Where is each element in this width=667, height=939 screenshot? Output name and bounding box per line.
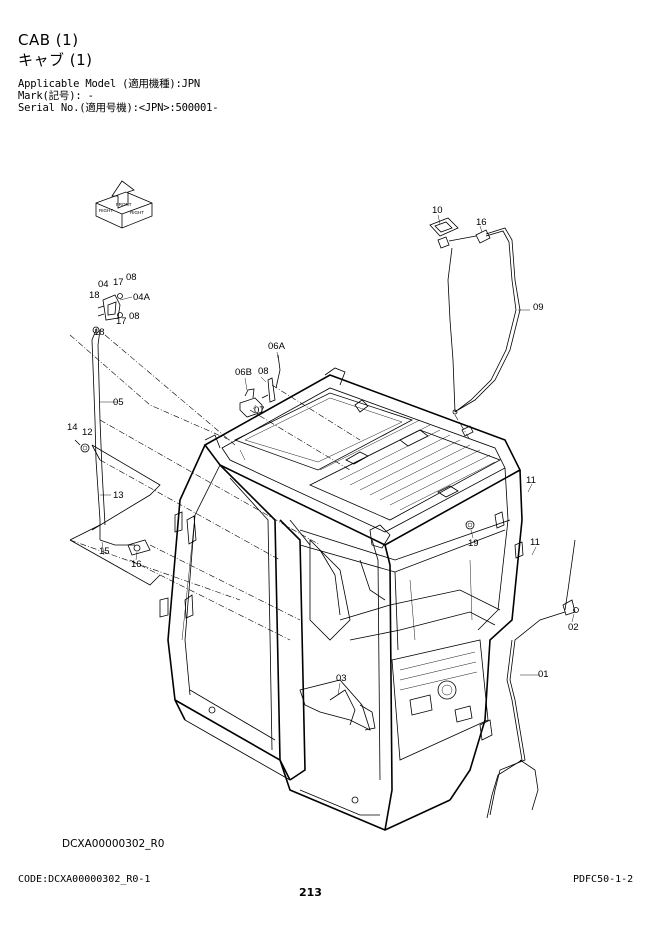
callout-leaders <box>100 214 575 696</box>
callout-02: 02 <box>568 622 579 633</box>
callout-16-lower: 16 <box>131 559 142 570</box>
callout-08-bracket: 08 <box>258 366 269 377</box>
mark: Mark(記号): - <box>18 90 94 102</box>
page-title: CAB (1) <box>18 31 79 49</box>
callout-06b: 06B <box>235 367 252 378</box>
page-title-japanese: キャブ (1) <box>18 51 93 69</box>
cab-frame <box>159 367 524 831</box>
callout-12: 12 <box>82 427 93 438</box>
callout-labels: 01 02 03 04 04A 05 06A 06B 07 08 08 08 0… <box>67 205 579 684</box>
callout-04: 04 <box>98 279 109 290</box>
callout-19: 19 <box>468 538 479 549</box>
callout-15: 15 <box>99 546 110 557</box>
callout-14: 14 <box>67 422 78 433</box>
callout-07: 07 <box>254 405 265 416</box>
callout-13: 13 <box>113 490 124 501</box>
callout-11-lower: 11 <box>530 537 540 548</box>
badge-label-right: RIGHT <box>130 210 144 215</box>
orientation-badge: RIGHT FRONT RIGHT <box>95 180 153 229</box>
leader-lines <box>69 334 471 641</box>
code-reference: CODE:DCXA00000302_R0-1 <box>18 874 151 885</box>
callout-08-bottom: 08 <box>129 311 140 322</box>
callout-05: 05 <box>113 397 124 408</box>
callout-17-top: 17 <box>113 277 124 288</box>
document-reference: PDFC50-1-2 <box>573 874 634 885</box>
callout-01: 01 <box>538 669 549 680</box>
callout-03: 03 <box>336 673 347 684</box>
callout-18-top: 18 <box>89 290 100 301</box>
callout-04a: 04A <box>133 292 151 303</box>
right-harness <box>429 217 521 437</box>
callout-09: 09 <box>533 302 544 313</box>
badge-label-left: RIGHT <box>99 208 113 213</box>
callout-16-upper: 16 <box>476 217 487 228</box>
badge-label-front: FRONT <box>116 202 132 207</box>
applicable-model: Applicable Model (適用機種):JPN <box>18 78 200 90</box>
callout-17-bottom: 17 <box>116 316 127 327</box>
callout-18-bottom: 18 <box>94 327 105 338</box>
callout-08-top: 08 <box>126 272 137 283</box>
page-number: 213 <box>299 886 322 899</box>
serial-number: Serial No.(適用号機):<JPN>:500001- <box>18 102 219 114</box>
left-harness <box>69 293 161 586</box>
antenna-harness <box>465 520 579 819</box>
callout-10: 10 <box>432 205 443 216</box>
callout-06a: 06A <box>268 341 286 352</box>
roof-bracket <box>239 354 281 418</box>
drawing-id: DCXA00000302_R0 <box>62 838 165 850</box>
callout-11-upper: 11 <box>526 475 536 486</box>
